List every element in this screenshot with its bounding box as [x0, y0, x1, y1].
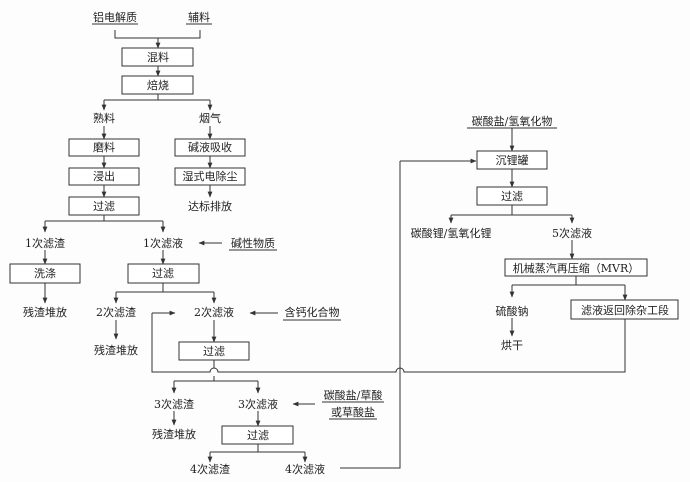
node-residue-pile1: 残渣堆放 — [23, 305, 67, 319]
node-residue1: 1次滤渣 — [25, 236, 65, 250]
underlines — [92, 23, 557, 420]
process-boxes — [9, 47, 679, 445]
node-return-filtrate: 滤液返回除杂工段 — [581, 303, 669, 317]
node-sodium-sulfate: 硫酸钠 — [496, 304, 529, 318]
node-alkaline: 碱性物质 — [231, 236, 275, 250]
node-filter2: 过滤 — [152, 267, 174, 280]
node-carbonate-oxalic-2: 或草酸盐 — [331, 405, 375, 419]
labels: 铝电解质 辅料 混料 焙烧 熟料 烟气 磨料 浸出 过滤 碱液吸收 湿式电除尘 … — [23, 10, 669, 476]
node-carbonate-oxalic-1: 碳酸盐/草酸 — [324, 388, 383, 402]
node-roasting: 焙烧 — [147, 78, 169, 92]
node-filtrate1: 1次滤液 — [143, 236, 183, 250]
node-mvr: 机械蒸汽再压缩（MVR） — [513, 261, 640, 275]
node-residue2: 2次滤渣 — [96, 305, 136, 319]
node-filtrate4: 4次滤液 — [285, 462, 325, 476]
node-filter3: 过滤 — [203, 345, 225, 358]
node-washing: 洗涤 — [34, 266, 56, 280]
node-lithium-tank: 沉锂罐 — [496, 153, 529, 167]
node-grinding: 磨料 — [93, 140, 115, 154]
node-flue-gas: 烟气 — [199, 111, 221, 125]
node-filtrate2: 2次滤液 — [194, 305, 234, 319]
node-calcium: 含钙化合物 — [285, 305, 340, 319]
node-residue-pile2: 残渣堆放 — [94, 343, 138, 357]
node-leaching: 浸出 — [93, 169, 115, 183]
node-filter5: 过滤 — [501, 190, 523, 203]
node-alkali-absorb: 碱液吸收 — [188, 140, 232, 154]
node-filter1: 过滤 — [93, 200, 115, 213]
connectors — [42, 30, 628, 469]
node-residue4: 4次滤渣 — [190, 462, 230, 476]
node-filter4: 过滤 — [247, 429, 269, 442]
node-drying: 烘干 — [501, 338, 523, 352]
node-filtrate5: 5次滤液 — [552, 226, 592, 240]
node-emission: 达标排放 — [188, 199, 232, 213]
node-electrolyte: 铝电解质 — [93, 10, 137, 24]
node-carbonate-hydroxide: 碳酸盐/氢氧化物 — [472, 114, 553, 128]
node-residue3: 3次滤渣 — [154, 397, 194, 411]
node-wet-esp: 湿式电除尘 — [183, 169, 238, 183]
node-clinker: 熟料 — [93, 111, 115, 125]
node-filtrate3: 3次滤液 — [238, 397, 278, 411]
node-lithium-product: 碳酸锂/氢氧化锂 — [411, 226, 492, 240]
node-residue-pile3: 残渣堆放 — [152, 427, 196, 441]
node-auxiliary: 辅料 — [188, 10, 210, 24]
node-mixing: 混料 — [147, 50, 169, 64]
